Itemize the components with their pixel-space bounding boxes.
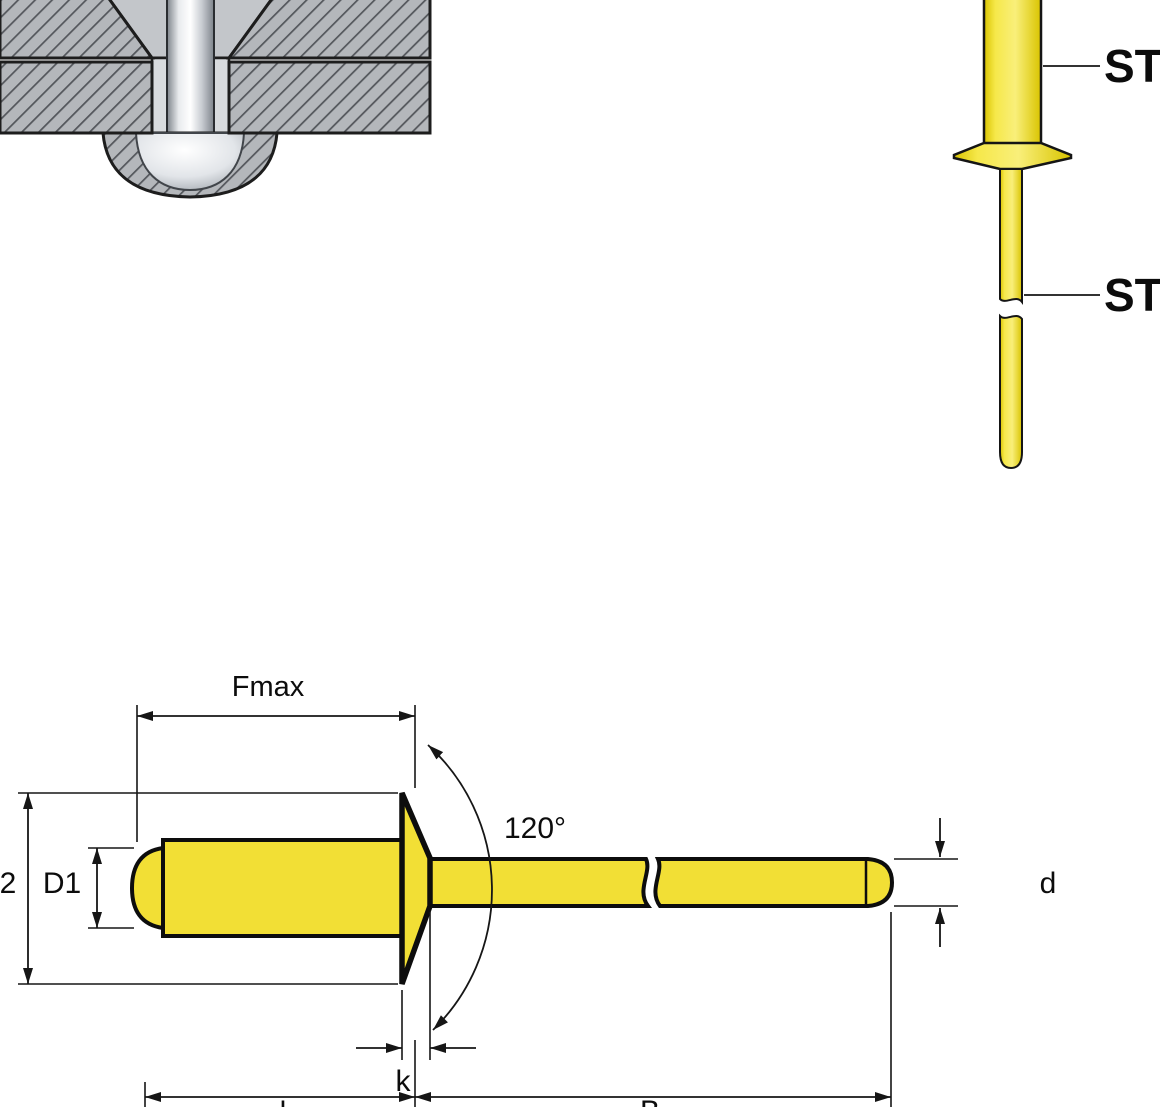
material-label-mandrel: ST	[1104, 269, 1160, 321]
mandrel-left-piece	[428, 857, 652, 908]
installed-rivet-section	[0, 0, 432, 199]
d1-label: D1	[43, 867, 81, 900]
k-label: k	[396, 1065, 412, 1098]
upper-plate-left	[0, 0, 155, 60]
d2-label-partial: 2	[0, 867, 16, 900]
blind-end-cap	[129, 845, 165, 931]
rivet-body-vertical	[982, 0, 1043, 147]
mandrel-lower-piece	[999, 313, 1023, 470]
rivet-side-view: ST ST	[952, 0, 1160, 470]
rivet-body	[161, 838, 404, 938]
length-label-partial: l	[280, 1096, 287, 1107]
b-label-partial: B	[640, 1095, 660, 1107]
countersunk-head	[399, 791, 433, 985]
upper-plate-right	[226, 0, 432, 60]
material-label-body: ST	[1104, 40, 1160, 92]
lower-plate-left	[0, 60, 154, 135]
mandrel-stem-section	[166, 0, 215, 135]
dimensioned-rivet-drawing: Fmax 120° 2 D1 d k l	[0, 671, 1056, 1107]
fmax-label: Fmax	[232, 671, 305, 703]
mandrel-upper-piece	[999, 168, 1023, 305]
mandrel-right-piece	[653, 857, 895, 908]
lower-plate-right	[227, 60, 432, 135]
rivet-flange-vertical	[952, 141, 1073, 171]
mandrel-head-dome	[134, 132, 246, 192]
d-label: d	[1040, 867, 1057, 900]
angle-label: 120°	[504, 812, 566, 845]
angle-arc	[427, 744, 493, 1031]
